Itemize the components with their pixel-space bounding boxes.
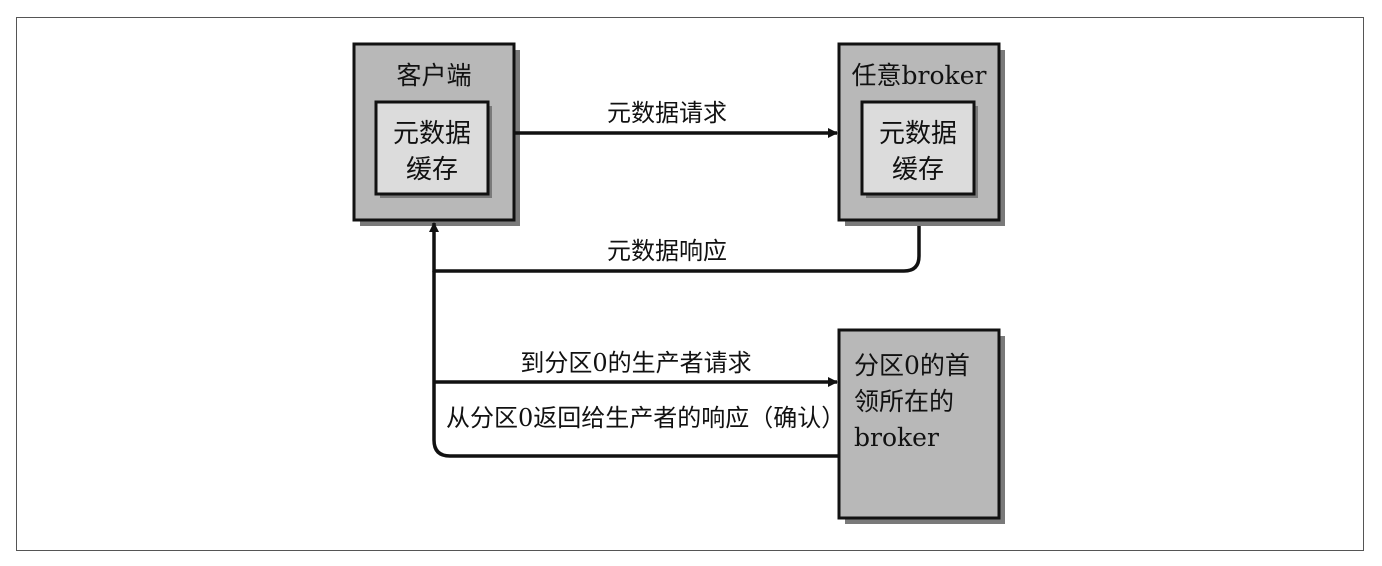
leader-broker-line2: 领所在的 [854, 387, 954, 416]
metadata-request-edge: 元数据请求 [514, 99, 838, 138]
produce-request-label: 到分区0的生产者请求 [520, 349, 751, 377]
metadata-response-arrow [429, 222, 921, 273]
leader-broker-line3: broker [854, 423, 939, 452]
leader-broker-line1: 分区0的首 [854, 351, 970, 380]
client-node: 客户端 元数据 缓存 [352, 42, 520, 226]
any-broker-cache-line2: 缓存 [892, 155, 944, 185]
produce-edges: 到分区0的生产者请求 从分区0返回给生产者的响应（确认） [432, 271, 845, 458]
produce-response-line [432, 271, 839, 458]
any-broker-cache-line1: 元数据 [879, 119, 957, 149]
client-cache: 元数据 缓存 [374, 100, 492, 198]
metadata-response-label: 元数据响应 [607, 237, 727, 265]
metadata-request-label: 元数据请求 [607, 99, 727, 127]
leader-broker-node: 分区0的首 领所在的 broker [837, 328, 1005, 524]
metadata-response-edge: 元数据响应 [429, 222, 921, 273]
diagram-frame [16, 17, 1364, 551]
any-broker-cache: 元数据 缓存 [860, 100, 978, 198]
client-cache-line1: 元数据 [393, 119, 471, 149]
any-broker-title: 任意broker [852, 61, 987, 90]
any-broker-node: 任意broker 元数据 缓存 [837, 42, 1005, 226]
produce-response-label: 从分区0返回给生产者的响应（确认） [446, 404, 845, 432]
client-title: 客户端 [396, 61, 471, 90]
client-cache-line2: 缓存 [406, 155, 458, 185]
